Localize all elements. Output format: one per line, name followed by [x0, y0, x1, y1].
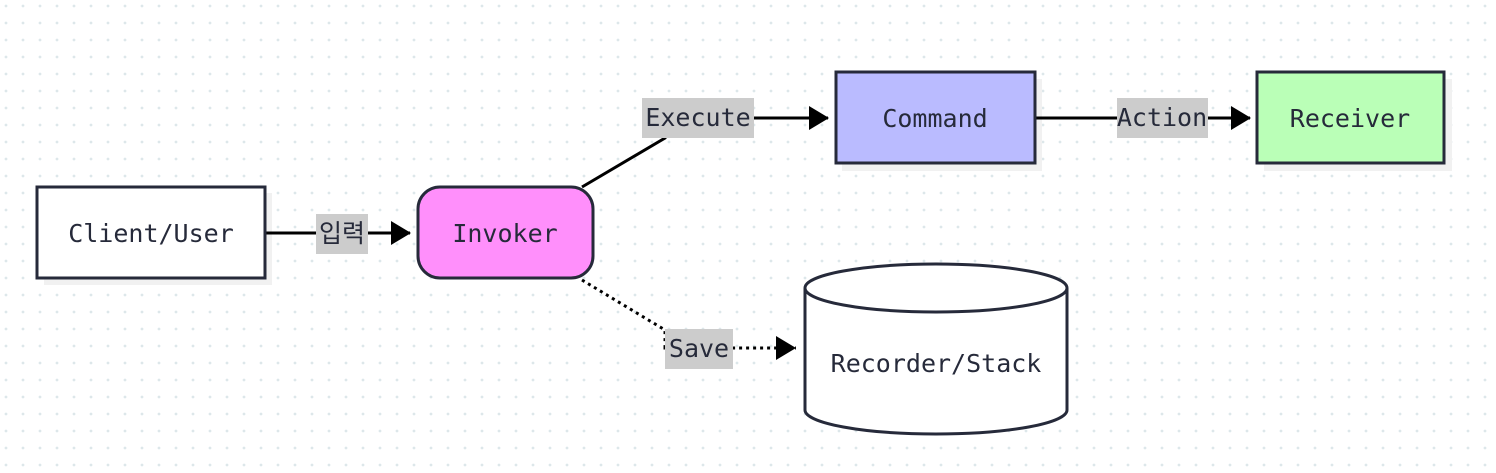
- edge-command-receiver: Action: [1036, 98, 1251, 138]
- edge-invoker-recorder-arrowhead: [776, 336, 796, 360]
- edge-invoker-recorder: Save: [581, 278, 796, 369]
- node-receiver-label: Receiver: [1290, 104, 1410, 133]
- edge-invoker-command-label-bg: [642, 98, 754, 138]
- edge-command-receiver-label: Action: [1117, 103, 1207, 132]
- node-recorder-stack-label: Recorder/Stack: [831, 349, 1042, 378]
- edge-invoker-command: Execute: [581, 98, 829, 189]
- node-command-box: [834, 70, 1037, 165]
- edge-invoker-recorder-label: Save: [669, 334, 729, 363]
- edge-client-invoker-label-bg: [316, 214, 368, 254]
- node-receiver-box: [1255, 70, 1446, 165]
- node-client-user-label: Client/User: [68, 219, 234, 248]
- node-command-label: Command: [882, 104, 987, 133]
- edge-client-invoker: 입력: [266, 214, 411, 254]
- edge-invoker-command-label: Execute: [645, 103, 750, 132]
- node-invoker[interactable]: Invoker: [416, 185, 595, 280]
- node-recorder-stack[interactable]: Recorder/Stack: [803, 262, 1069, 436]
- node-recorder-stack-top: [803, 262, 1069, 314]
- node-client-user[interactable]: Client/User: [35, 185, 267, 280]
- node-receiver[interactable]: Receiver: [1255, 70, 1446, 165]
- edge-invoker-recorder-label-bg: [665, 329, 733, 369]
- edge-command-receiver-label-bg: [1117, 98, 1208, 138]
- node-invoker-box: [416, 185, 595, 280]
- node-client-user-box: [35, 185, 267, 280]
- node-invoker-label: Invoker: [452, 219, 557, 248]
- node-command[interactable]: Command: [834, 70, 1037, 165]
- node-recorder-stack-body: [803, 288, 1069, 436]
- edge-client-invoker-label: 입력: [319, 219, 365, 248]
